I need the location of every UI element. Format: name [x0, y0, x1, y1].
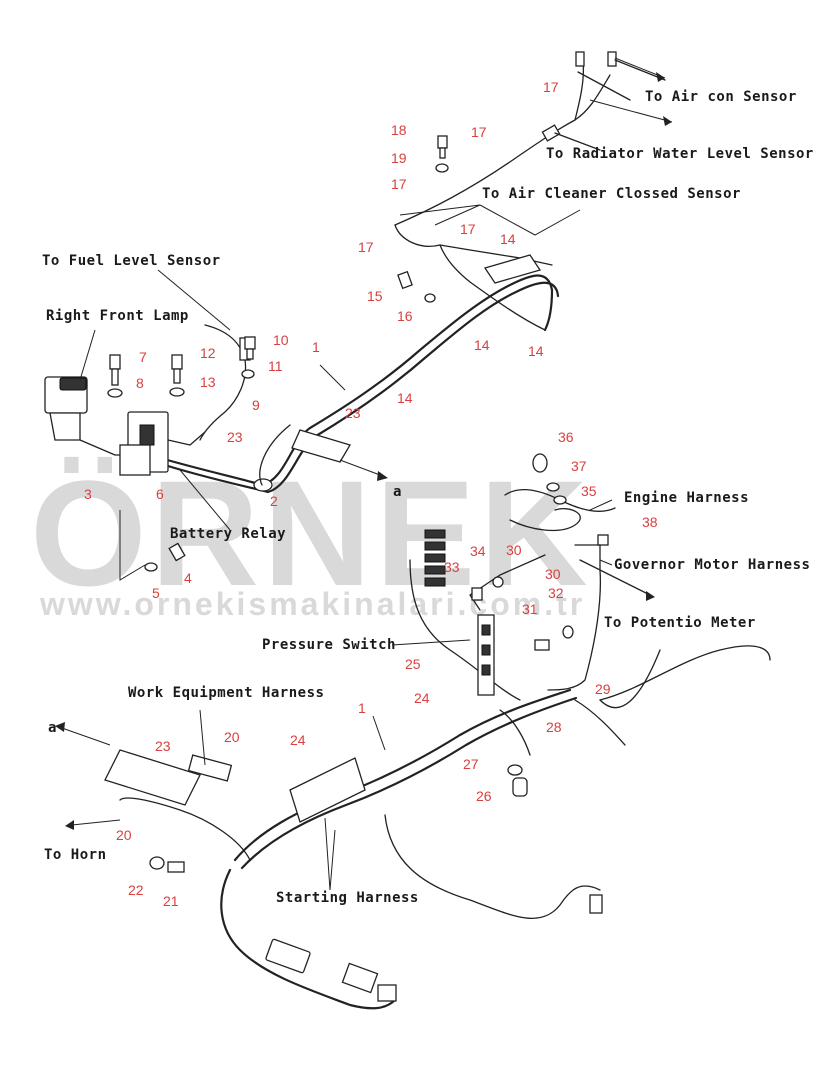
part-number: 32 [548, 585, 564, 601]
main-harness-lower [104, 688, 626, 1010]
label-pressure-switch: Pressure Switch [262, 637, 396, 653]
bolts-left [107, 135, 449, 572]
part-number: 30 [545, 566, 561, 582]
part-number: 25 [405, 656, 421, 672]
label-to-potentio-meter: To Potentio Meter [604, 615, 756, 631]
part-numbers: 1 1 2 3 4 5 6 7 8 9 10 11 12 13 14 14 14… [84, 79, 658, 909]
label-arrow-a-bottom: a [48, 720, 57, 736]
label-to-aircon-sensor: To Air con Sensor [645, 89, 797, 105]
leader-lines [79, 204, 613, 891]
part-number: 17 [543, 79, 559, 95]
engine-harness-group [409, 453, 771, 709]
label-starting-harness: Starting Harness [276, 890, 419, 906]
part-number: 8 [136, 375, 144, 391]
part-number: 3 [84, 486, 92, 502]
connector-stack [424, 529, 446, 587]
callout-labels: To Air con Sensor To Radiator Water Leve… [42, 89, 814, 906]
part-number: 4 [184, 570, 192, 586]
pressure-switch [477, 614, 495, 696]
part-number: 17 [358, 239, 374, 255]
watermark-url: www.ornekismakinalari.com.tr [39, 586, 585, 622]
part-number: 27 [463, 756, 479, 772]
label-to-horn: To Horn [44, 847, 107, 863]
label-battery-relay: Battery Relay [170, 526, 286, 542]
part-number: 14 [474, 337, 490, 353]
part-number: 31 [522, 601, 538, 617]
part-number: 21 [163, 893, 179, 909]
part-number: 12 [200, 345, 216, 361]
label-right-front-lamp: Right Front Lamp [46, 308, 189, 324]
main-harness-upper [148, 51, 673, 494]
part-number: 7 [139, 349, 147, 365]
label-engine-harness: Engine Harness [624, 490, 749, 506]
part-number: 24 [290, 732, 306, 748]
part-number: 23 [227, 429, 243, 445]
part-number: 28 [546, 719, 562, 735]
label-to-fuel-level-sensor: To Fuel Level Sensor [42, 253, 221, 269]
watermark: ÖRNEK www.ornekismakinalari.com.tr [30, 449, 592, 622]
label-governor-motor-harness: Governor Motor Harness [614, 557, 810, 573]
label-to-air-cleaner-sensor: To Air Cleaner Clossed Sensor [482, 186, 741, 202]
battery-relay [119, 411, 206, 476]
part-number: 14 [397, 390, 413, 406]
part-number: 5 [152, 585, 160, 601]
part-number: 23 [155, 738, 171, 754]
part-number: 24 [414, 690, 430, 706]
part-number: 14 [500, 231, 516, 247]
part-number: 11 [268, 358, 283, 374]
part-number: 2 [270, 493, 278, 509]
part-number: 14 [528, 343, 544, 359]
part-number: 38 [642, 514, 658, 530]
part-number: 33 [444, 559, 460, 575]
part-number: 22 [128, 882, 144, 898]
part-number: 23 [345, 405, 361, 421]
label-arrow-a-top: a [393, 484, 402, 500]
part-number: 17 [471, 124, 487, 140]
part-number: 10 [273, 332, 289, 348]
part-number: 15 [367, 288, 383, 304]
part-number: 16 [397, 308, 413, 324]
part-number: 17 [460, 221, 476, 237]
part-number: 6 [156, 486, 164, 502]
part-number: 30 [506, 542, 522, 558]
label-to-radiator-sensor: To Radiator Water Level Sensor [546, 146, 814, 162]
part-number: 1 [358, 700, 366, 716]
part-number: 34 [470, 543, 486, 559]
part-number: 37 [571, 458, 587, 474]
right-front-lamp [44, 376, 151, 456]
part-number: 19 [391, 150, 407, 166]
label-work-equipment-harness: Work Equipment Harness [128, 685, 324, 701]
arrows [55, 459, 388, 830]
part-number: 35 [581, 483, 597, 499]
part-number: 1 [312, 339, 320, 355]
part-number: 17 [391, 176, 407, 192]
watermark-brand: ÖRNEK [30, 449, 592, 617]
part-number: 18 [391, 122, 407, 138]
part-number: 20 [224, 729, 240, 745]
part-number: 26 [476, 788, 492, 804]
part-number: 9 [252, 397, 260, 413]
part-number: 13 [200, 374, 216, 390]
part-number: 29 [595, 681, 611, 697]
part-number: 20 [116, 827, 132, 843]
part-number: 36 [558, 429, 574, 445]
